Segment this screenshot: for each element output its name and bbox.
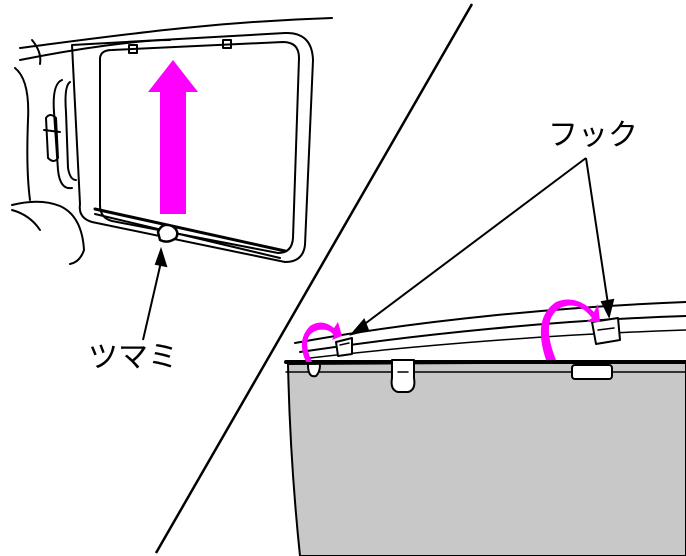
window-inner-frame: [99, 41, 300, 254]
window-outer-frame: [71, 31, 314, 263]
seat-back: [14, 67, 31, 201]
grab-handle: [52, 79, 73, 190]
knob-label: ツマミ: [88, 340, 178, 375]
knob-leader: [142, 246, 168, 341]
hook-label: フック: [548, 118, 638, 153]
shade-body: [287, 361, 686, 556]
up-arrow-icon: [148, 60, 198, 214]
shade-rail: [93, 207, 287, 253]
center-clip: [390, 359, 416, 393]
hook-leaders: [349, 157, 615, 336]
knob-shape: [156, 223, 179, 243]
right-clip: [571, 364, 613, 380]
right-panel-closeup: [284, 301, 686, 556]
left-panel-car-window: [11, 17, 333, 265]
hook-left: [335, 337, 353, 357]
hook-right: [591, 317, 621, 345]
panel-divider: [154, 3, 474, 554]
curved-arrow-icon: [301, 299, 600, 362]
